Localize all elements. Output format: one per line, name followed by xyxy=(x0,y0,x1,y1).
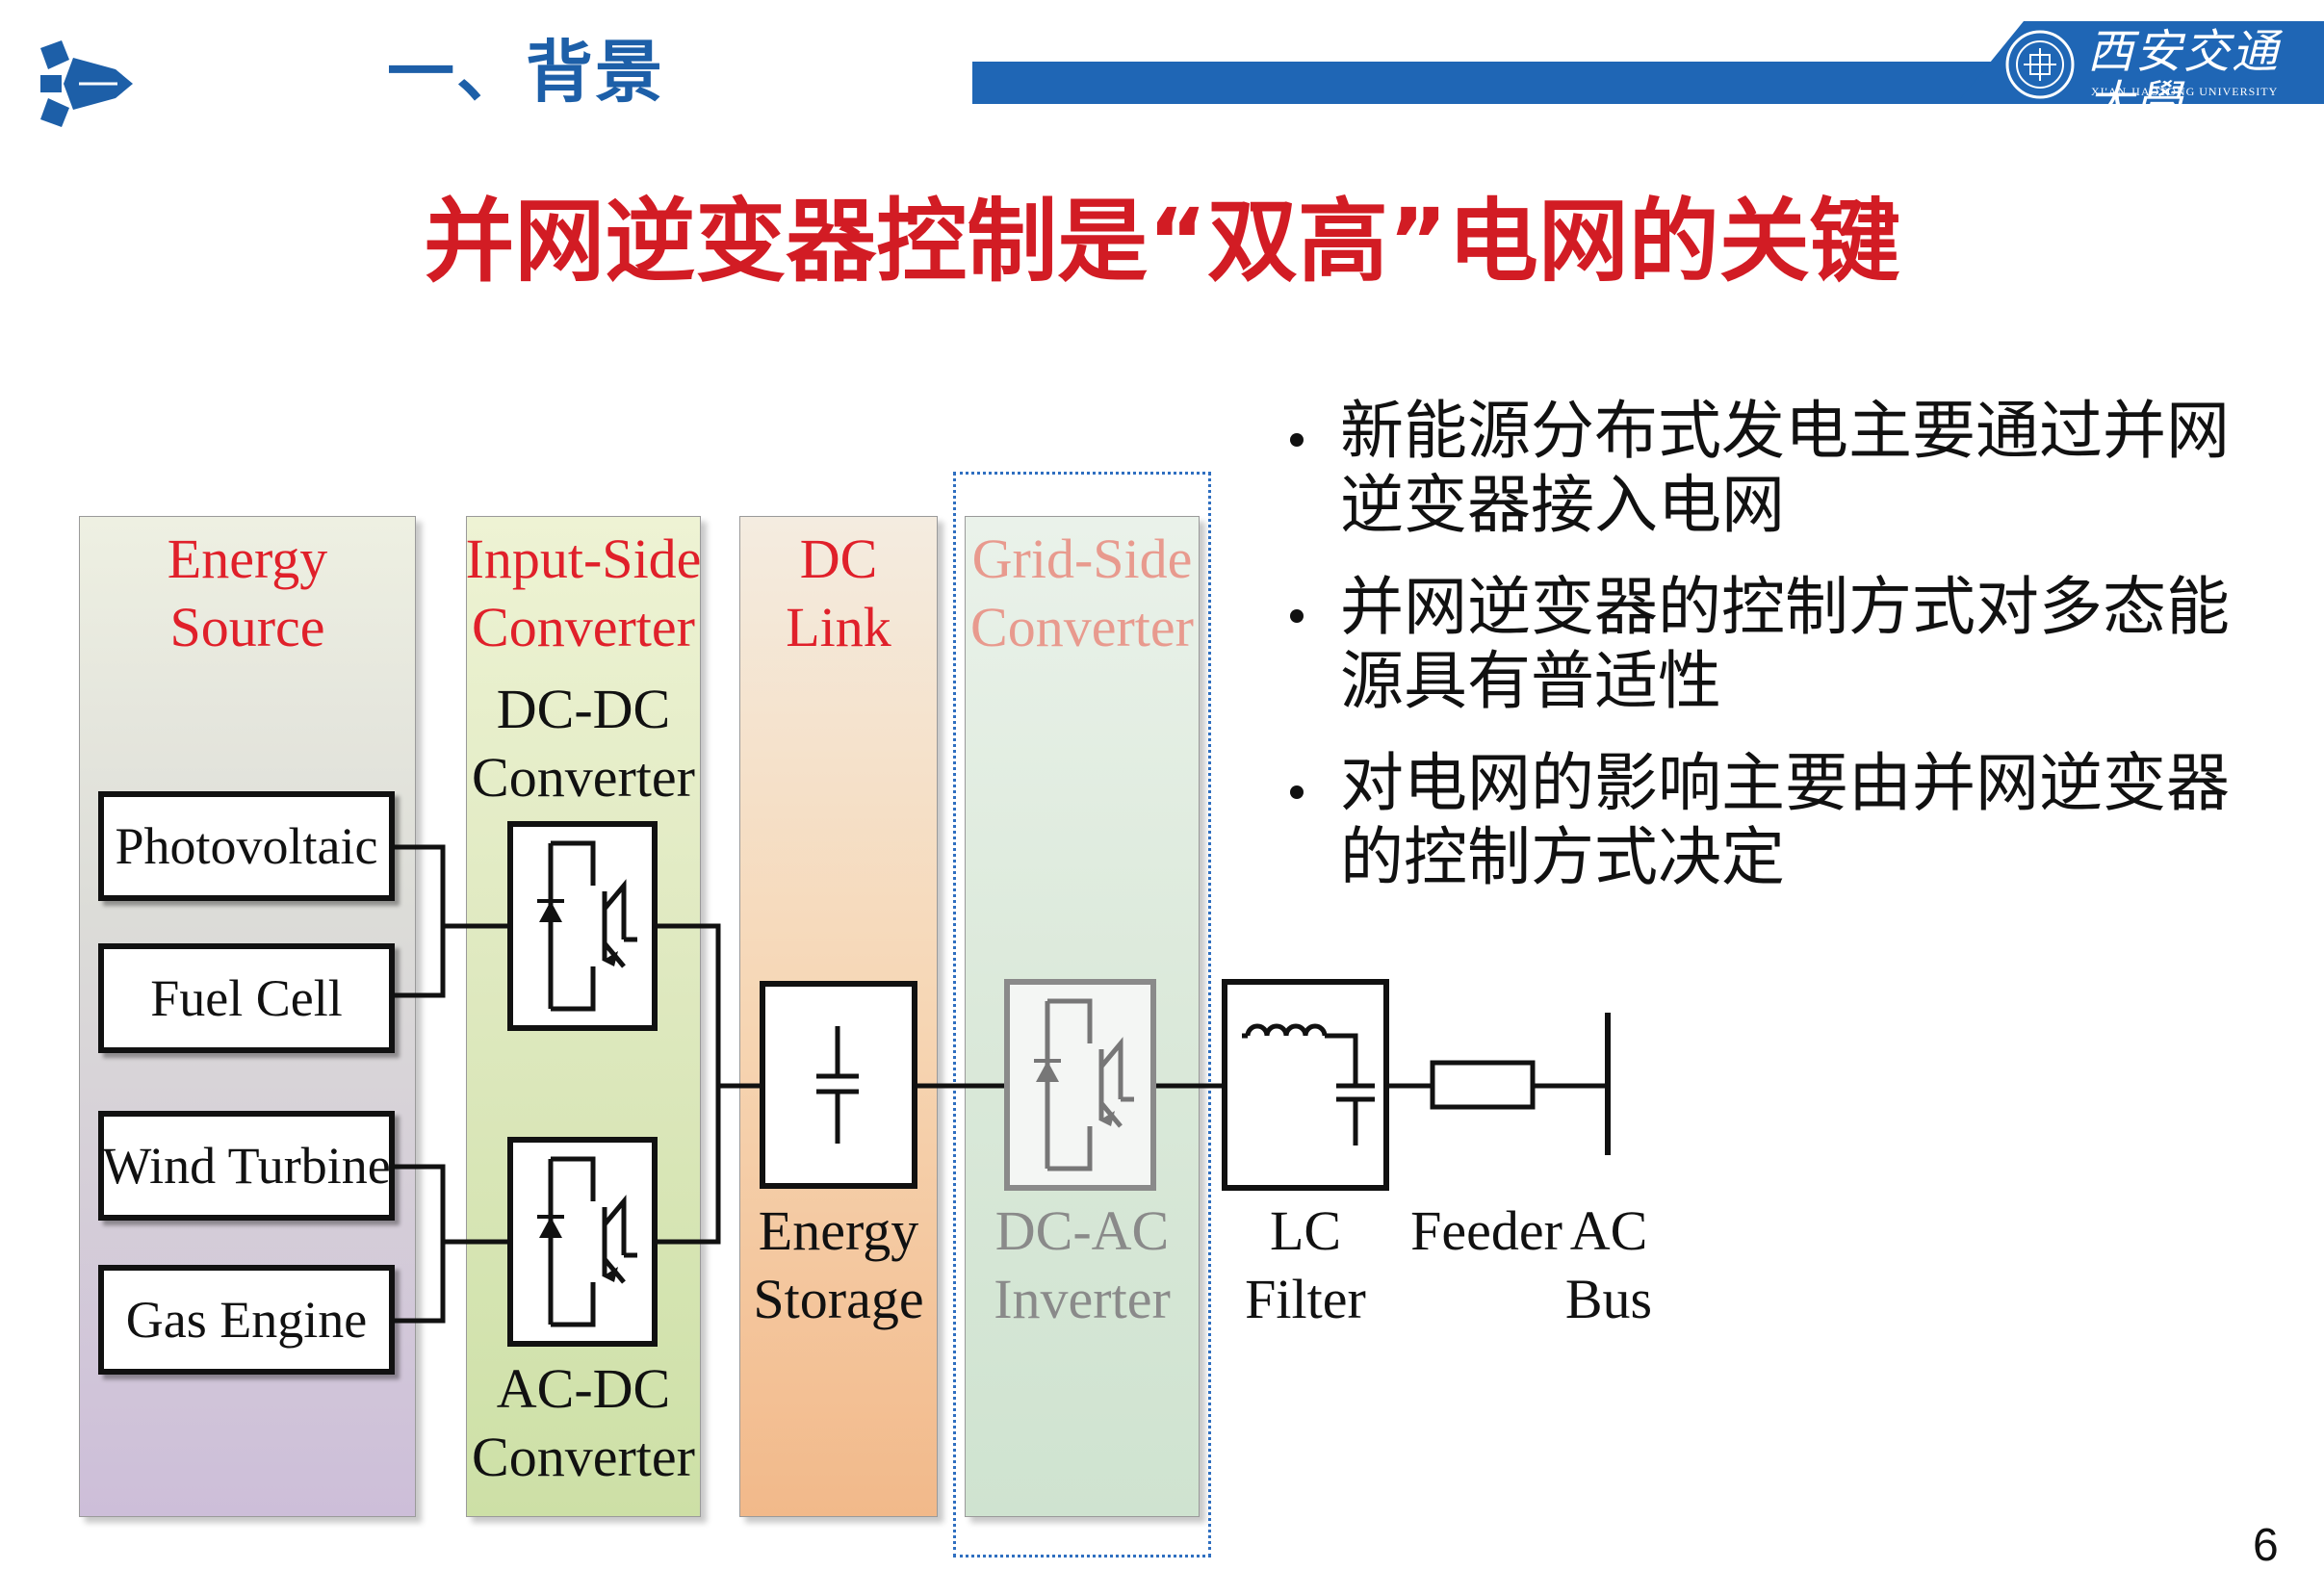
label-line: AC-DC xyxy=(496,1357,671,1420)
bullet-item: 对电网的影响主要由并网逆变器的控制方式决定 xyxy=(1290,747,2291,894)
header-line: Source xyxy=(169,595,325,658)
label-line: Converter xyxy=(472,1425,695,1488)
bullet-text: 新能源分布式发电主要通过并网逆变器接入电网 xyxy=(1340,394,2230,542)
header-line: DC xyxy=(799,528,878,590)
bullet-text: 对电网的影响主要由并网逆变器的控制方式决定 xyxy=(1340,746,2230,894)
gas-engine-box: Gas Engine xyxy=(98,1265,395,1375)
lc-filter-label: LC Filter xyxy=(1225,1197,1386,1334)
university-seal-icon xyxy=(2005,30,2075,99)
input-side-header: Input-Side Converter xyxy=(456,526,710,662)
dc-link-header: DC Link xyxy=(739,526,938,662)
acdc-switch-icon xyxy=(507,1137,658,1347)
header-line: Converter xyxy=(970,595,1194,658)
label-line: DC-DC xyxy=(496,678,671,740)
inverter-switch-icon xyxy=(1004,979,1156,1191)
feeder-resistor-icon xyxy=(1430,1060,1536,1110)
feeder-label: Feeder xyxy=(1410,1199,1562,1262)
bullet-text: 并网逆变器的控制方式对多态能源具有普适性 xyxy=(1340,570,2230,718)
lc-filter-icon xyxy=(1222,979,1389,1191)
acdc-converter-label: AC-DC Converter xyxy=(456,1355,710,1492)
bullet-dot-icon xyxy=(1290,609,1304,624)
label-line: Energy xyxy=(758,1199,919,1262)
bullet-dot-icon xyxy=(1290,433,1304,447)
energy-storage-label: Energy Storage xyxy=(739,1197,938,1334)
header-line: Link xyxy=(786,595,891,658)
header-line: Converter xyxy=(472,595,695,658)
bullet-item: 并网逆变器的控制方式对多态能源具有普适性 xyxy=(1290,570,2291,718)
label-line: Converter xyxy=(472,745,695,809)
dcdc-switch-icon xyxy=(507,821,658,1031)
photovoltaic-box: Photovoltaic xyxy=(98,791,395,901)
label-line: Storage xyxy=(753,1267,924,1330)
fuel-cell-box: Fuel Cell xyxy=(98,943,395,1053)
header-line: Energy xyxy=(167,528,328,590)
label-line: Bus xyxy=(1564,1267,1653,1330)
bullet-item: 新能源分布式发电主要通过并网逆变器接入电网 xyxy=(1290,394,2291,542)
capacitor-icon xyxy=(760,981,917,1189)
bullet-dot-icon xyxy=(1290,785,1304,800)
wind-turbine-box: Wind Turbine xyxy=(98,1111,395,1221)
header-line: Grid-Side xyxy=(971,528,1193,590)
header-line: Input-Side xyxy=(465,528,702,590)
slide-logo-icon xyxy=(40,40,133,127)
label-line: DC-AC xyxy=(994,1199,1170,1262)
university-name-en: XI'AN JIAOTONG UNIVERSITY xyxy=(2091,85,2279,98)
dcac-inverter-label: DC-AC Inverter xyxy=(955,1197,1209,1334)
ac-bus-label: AC Bus xyxy=(1554,1197,1664,1334)
grid-side-highlight-frame xyxy=(953,472,1211,1557)
dcdc-converter-label: DC-DC Converter xyxy=(456,676,710,812)
university-name-cn: 西安交通大學 xyxy=(2087,25,2281,130)
label-line: Inverter xyxy=(994,1267,1171,1330)
label-line: LC xyxy=(1269,1199,1342,1262)
energy-source-header: Energy Source xyxy=(79,526,416,662)
bullet-list: 新能源分布式发电主要通过并网逆变器接入电网 并网逆变器的控制方式对多态能源具有普… xyxy=(1290,394,2291,923)
section-title: 一、背景 xyxy=(387,33,664,112)
label-line: Filter xyxy=(1245,1267,1366,1330)
label-line: AC xyxy=(1569,1199,1648,1262)
page-number: 6 xyxy=(2253,1520,2279,1571)
grid-side-header: Grid-Side Converter xyxy=(955,526,1209,662)
main-title: 并网逆变器控制是“双高”电网的关键 xyxy=(424,190,1900,295)
